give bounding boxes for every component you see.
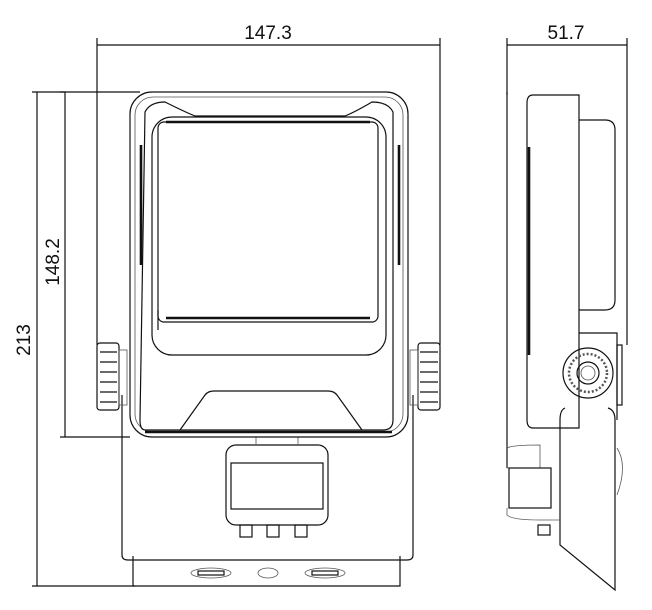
dimension-width: 147.3 xyxy=(96,23,441,345)
right-knob xyxy=(409,342,441,411)
dimension-width-label: 147.3 xyxy=(244,23,292,44)
dimension-depth: 51.7 xyxy=(506,23,628,345)
front-view xyxy=(96,91,441,587)
dimension-depth-label: 51.7 xyxy=(548,23,585,44)
dimension-total-height-label: 213 xyxy=(14,324,35,356)
dimension-body-height: 148.2 xyxy=(43,91,140,438)
left-knob xyxy=(96,342,128,411)
dimension-body-height-label: 148.2 xyxy=(43,238,64,286)
side-view xyxy=(506,92,623,592)
motion-sensor xyxy=(225,437,329,538)
dimension-total-height: 213 xyxy=(14,91,135,587)
